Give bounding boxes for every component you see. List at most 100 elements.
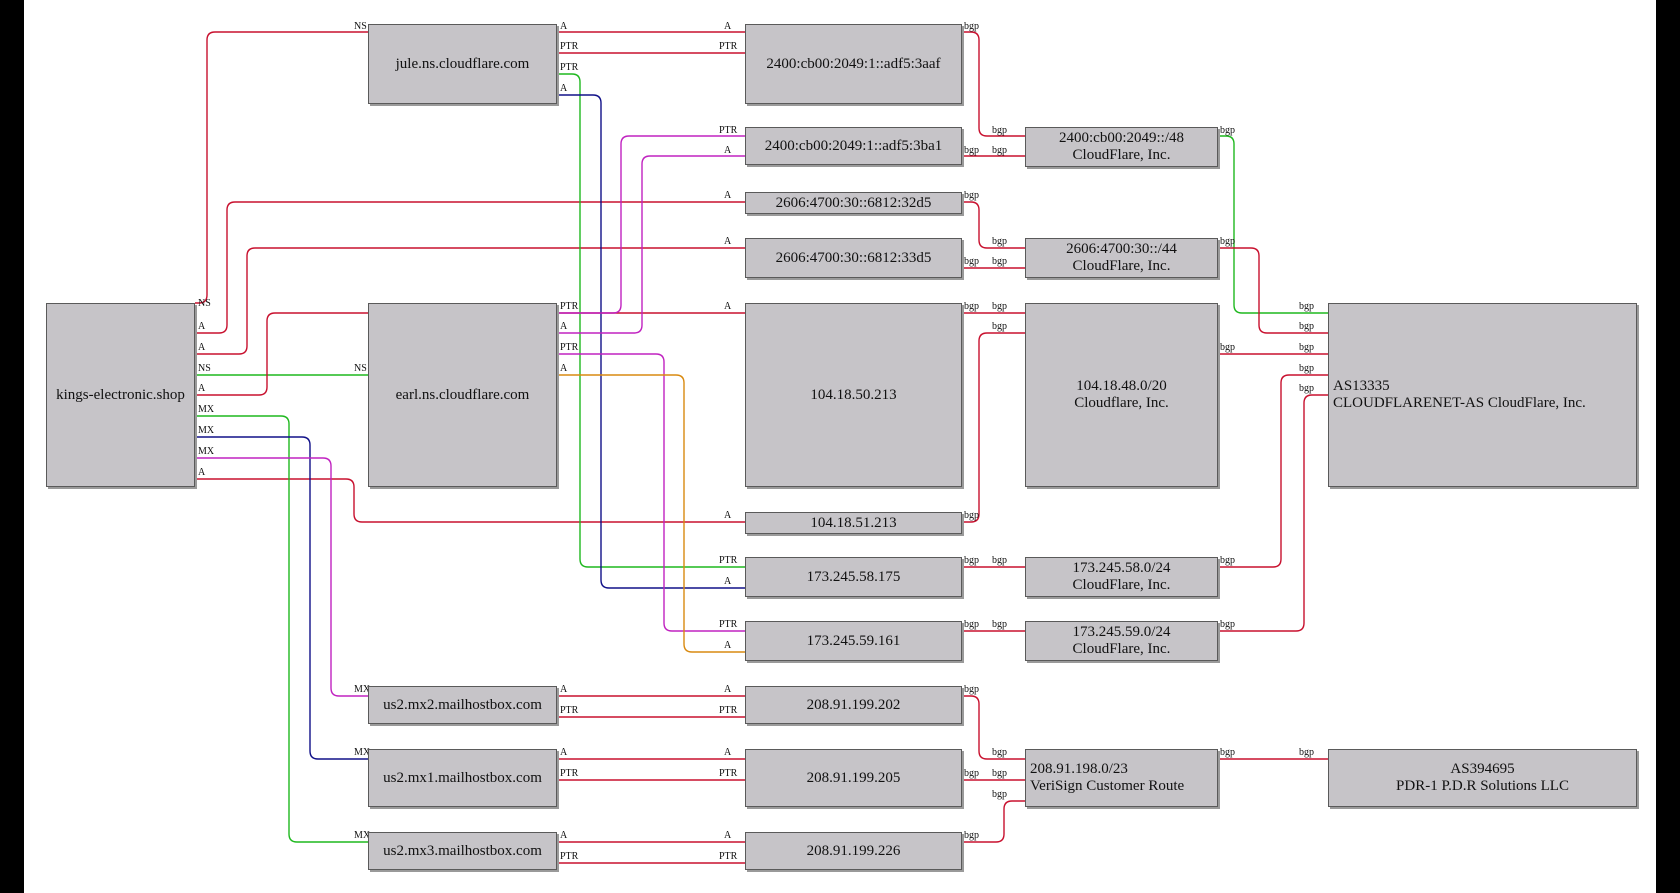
- node-earl[interactable]: earl.ns.cloudflare.com: [368, 303, 557, 487]
- node-mx2[interactable]: us2.mx2.mailhostbox.com: [368, 686, 557, 724]
- node-label: 104.18.48.0/20 Cloudflare, Inc.: [1074, 378, 1169, 411]
- edge-tail-label: PTR: [560, 705, 579, 716]
- edge-head-label: A: [724, 747, 732, 758]
- node-label: 173.245.59.161: [806, 632, 901, 649]
- node-label: 2606:4700:30::/44 CloudFlare, Inc.: [1066, 241, 1177, 274]
- edge-tail-label: bgp: [964, 301, 979, 312]
- edge-line: [1218, 135, 1328, 314]
- edge-tail-label: bgp: [964, 684, 979, 695]
- edge-line: [557, 374, 745, 653]
- edge-tail-label: A: [198, 321, 206, 332]
- node-label: 208.91.198.0/23 VeriSign Customer Route: [1030, 761, 1185, 794]
- edge-line: [195, 436, 368, 760]
- edge-head-label: bgp: [992, 747, 1007, 758]
- node-label: AS13335 CLOUDFLARENET-AS CloudFlare, Inc…: [1333, 378, 1586, 411]
- edge-head-label: MX: [354, 830, 371, 841]
- node-as394695[interactable]: AS394695 PDR-1 P.D.R Solutions LLC: [1328, 749, 1637, 807]
- node-ip205[interactable]: 208.91.199.205: [745, 749, 962, 807]
- edge-tail-label: bgp: [1220, 125, 1235, 136]
- edge-tail-label: bgp: [964, 190, 979, 201]
- node-label: 104.18.51.213: [810, 514, 897, 531]
- node-ip6b[interactable]: 2400:cb00:2049:1::adf5:3ba1: [745, 127, 962, 165]
- node-net2400[interactable]: 2400:cb00:2049::/48 CloudFlare, Inc.: [1025, 127, 1218, 167]
- node-ip161[interactable]: 173.245.59.161: [745, 621, 962, 661]
- edge-tail-label: A: [198, 342, 206, 353]
- node-as13335[interactable]: AS13335 CLOUDFLARENET-AS CloudFlare, Inc…: [1328, 303, 1637, 487]
- edge-tail-label: A: [560, 747, 568, 758]
- node-ip6d[interactable]: 2606:4700:30::6812:33d5: [745, 238, 962, 278]
- edge-tail-label: PTR: [560, 41, 579, 52]
- edge-head-label: A: [724, 145, 732, 156]
- edge-tail-label: bgp: [964, 145, 979, 156]
- edge-tail-label: bgp: [964, 510, 979, 521]
- edge-tail-label: MX: [198, 446, 215, 457]
- node-mx3[interactable]: us2.mx3.mailhostbox.com: [368, 832, 557, 870]
- node-net173b[interactable]: 173.245.59.0/24 CloudFlare, Inc.: [1025, 621, 1218, 661]
- edge-line: [1218, 374, 1328, 568]
- node-label: 104.18.50.213: [810, 386, 897, 403]
- edge-line: [195, 415, 368, 843]
- edge-tail-label: PTR: [560, 768, 579, 779]
- node-label: earl.ns.cloudflare.com: [395, 386, 530, 403]
- edge-head-label: bgp: [992, 256, 1007, 267]
- edge-head-label: PTR: [719, 555, 738, 566]
- edge-head-label: bgp: [992, 619, 1007, 630]
- node-ip6a[interactable]: 2400:cb00:2049:1::adf5:3aaf: [745, 24, 962, 104]
- node-jule[interactable]: jule.ns.cloudflare.com: [368, 24, 557, 104]
- edge-head-label: A: [724, 640, 732, 651]
- edge-head-label: PTR: [719, 125, 738, 136]
- node-label: 208.91.199.202: [806, 696, 901, 713]
- edge-tail-label: NS: [198, 363, 211, 374]
- node-kings[interactable]: kings-electronic.shop: [46, 303, 195, 487]
- edge-tail-label: bgp: [1220, 555, 1235, 566]
- edge-tail-label: bgp: [964, 619, 979, 630]
- edge-line: [195, 31, 368, 304]
- edge-tail-label: A: [560, 684, 568, 695]
- edge-tail-label: PTR: [560, 342, 579, 353]
- node-mx1[interactable]: us2.mx1.mailhostbox.com: [368, 749, 557, 807]
- edge-head-label: bgp: [1299, 342, 1314, 353]
- node-ip202[interactable]: 208.91.199.202: [745, 686, 962, 724]
- edge-line: [962, 695, 1025, 760]
- node-net208[interactable]: 208.91.198.0/23 VeriSign Customer Route: [1025, 749, 1218, 807]
- node-net104[interactable]: 104.18.48.0/20 Cloudflare, Inc.: [1025, 303, 1218, 487]
- edge-head-label: bgp: [992, 789, 1007, 800]
- edge-tail-label: A: [198, 383, 206, 394]
- edge-line: [557, 135, 745, 314]
- node-label: 208.91.199.205: [806, 769, 901, 786]
- edge-head-label: A: [724, 830, 732, 841]
- edge-line: [1218, 247, 1328, 334]
- edge-line: [557, 353, 745, 632]
- edge-head-label: bgp: [992, 125, 1007, 136]
- edge-head-label: A: [724, 236, 732, 247]
- edge-line: [195, 201, 745, 334]
- edge-line: [962, 201, 1025, 249]
- node-ip51[interactable]: 104.18.51.213: [745, 512, 962, 534]
- node-label: us2.mx3.mailhostbox.com: [383, 842, 542, 859]
- node-label: kings-electronic.shop: [56, 386, 185, 403]
- node-ip50[interactable]: 104.18.50.213: [745, 303, 962, 487]
- node-net2606[interactable]: 2606:4700:30::/44 CloudFlare, Inc.: [1025, 238, 1218, 278]
- edge-line: [962, 800, 1025, 843]
- edge-tail-label: bgp: [1220, 747, 1235, 758]
- edge-tail-label: MX: [198, 404, 215, 415]
- edge-line: [962, 31, 1025, 137]
- node-label: 2606:4700:30::6812:33d5: [775, 249, 932, 266]
- edge-tail-label: NS: [198, 298, 211, 309]
- edge-tail-label: PTR: [560, 851, 579, 862]
- node-label: 173.245.58.175: [806, 568, 901, 585]
- edge-tail-label: bgp: [1220, 619, 1235, 630]
- edge-tail-label: bgp: [964, 768, 979, 779]
- edge-head-label: PTR: [719, 619, 738, 630]
- edge-head-label: MX: [354, 747, 371, 758]
- node-label: 2400:cb00:2049::/48 CloudFlare, Inc.: [1059, 130, 1184, 163]
- edge-head-label: bgp: [992, 301, 1007, 312]
- node-ip226[interactable]: 208.91.199.226: [745, 832, 962, 870]
- edge-head-label: bgp: [992, 236, 1007, 247]
- node-label: us2.mx2.mailhostbox.com: [383, 696, 542, 713]
- edge-head-label: A: [724, 510, 732, 521]
- edge-head-label: bgp: [992, 768, 1007, 779]
- node-net173a[interactable]: 173.245.58.0/24 CloudFlare, Inc.: [1025, 557, 1218, 597]
- node-ip6c[interactable]: 2606:4700:30::6812:32d5: [745, 192, 962, 214]
- node-ip175[interactable]: 173.245.58.175: [745, 557, 962, 597]
